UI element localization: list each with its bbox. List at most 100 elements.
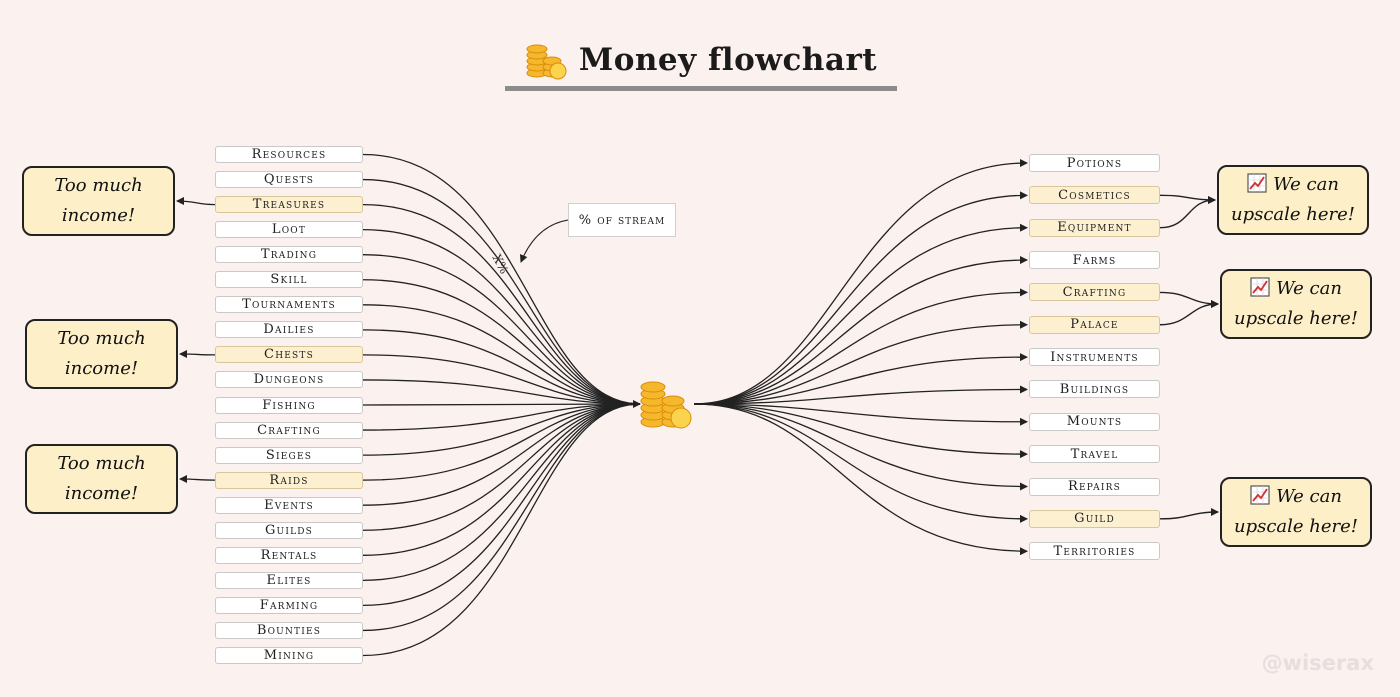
too-much-income-callout: Too much income! (25, 319, 178, 389)
watermark: @wiserax (1261, 651, 1374, 675)
source-node-resources[interactable]: Resources (215, 146, 363, 163)
sink-edge-farms (693, 256, 1028, 405)
source-node-rentals[interactable]: Rentals (215, 546, 363, 564)
source-node-chests[interactable]: Chests (215, 346, 363, 364)
sink-edge-crafting (693, 288, 1028, 405)
coin-stack-icon (640, 381, 692, 429)
callout-line-2: income! (61, 205, 136, 226)
sink-edge-guild (693, 403, 1028, 523)
callout-line-2: upscale here! (1233, 308, 1359, 329)
callout-line-1: We can (1231, 274, 1361, 304)
source-edge-dailies (362, 329, 641, 405)
sink-edge-cosmetics (693, 191, 1028, 405)
source-edge-dungeons (362, 379, 641, 405)
coin-stack-icon (526, 44, 567, 80)
source-node-mining[interactable]: Mining (215, 647, 363, 664)
sink-node-travel[interactable]: Travel (1029, 445, 1160, 464)
chart-increasing-icon (1247, 173, 1267, 193)
source-edge-elites (362, 403, 641, 581)
sink-node-guild[interactable]: Guild (1029, 509, 1160, 528)
source-node-farming[interactable]: Farming (215, 596, 363, 614)
callout-line-1-text: We can (1276, 278, 1342, 299)
sink-edge-travel (693, 403, 1028, 459)
source-node-tournaments[interactable]: Tournaments (215, 296, 363, 314)
percent-of-stream-label: % of stream (568, 203, 676, 237)
sink-node-cosmetics[interactable]: Cosmetics (1029, 186, 1160, 205)
income-connector (179, 475, 216, 484)
callout-line-1: We can (1228, 170, 1358, 200)
source-node-trading[interactable]: Trading (215, 246, 363, 264)
source-node-elites[interactable]: Elites (215, 571, 363, 589)
upscale-callout: We can upscale here! (1217, 165, 1369, 235)
source-node-guilds[interactable]: Guilds (215, 521, 363, 539)
page-title: Money flowchart (505, 34, 897, 91)
source-node-crafting[interactable]: Crafting (215, 421, 363, 439)
source-edge-treasures (362, 203, 641, 405)
callout-line-1-text: We can (1273, 174, 1339, 195)
source-node-bounties[interactable]: Bounties (215, 621, 363, 639)
source-node-dungeons[interactable]: Dungeons (215, 371, 363, 389)
source-edge-skill (362, 279, 641, 405)
sink-node-mounts[interactable]: Mounts (1029, 412, 1160, 431)
source-node-dailies[interactable]: Dailies (215, 321, 363, 339)
source-node-events[interactable]: Events (215, 496, 363, 514)
sink-node-territories[interactable]: Territories (1029, 542, 1160, 561)
source-edge-resources (362, 153, 641, 405)
too-much-income-callout: Too much income! (22, 166, 175, 236)
callout-line-2: income! (64, 483, 139, 504)
source-edge-guilds (362, 403, 641, 531)
upscale-connector (1159, 196, 1216, 229)
source-edge-bounties (362, 403, 641, 632)
source-node-fishing[interactable]: Fishing (215, 396, 363, 414)
source-edge-events (362, 403, 641, 506)
sink-node-equipment[interactable]: Equipment (1029, 218, 1160, 237)
callout-text: Too much income! (47, 449, 157, 509)
source-node-loot[interactable]: Loot (215, 221, 363, 239)
sink-node-potions[interactable]: Potions (1029, 154, 1160, 172)
source-edge-sieges (362, 403, 641, 456)
callout-line-1-text: We can (1276, 486, 1342, 507)
callout-line-2: upscale here! (1233, 516, 1359, 537)
upscale-callout: We can upscale here! (1220, 477, 1372, 547)
source-node-treasures[interactable]: Treasures (215, 196, 363, 214)
source-edge-loot (362, 229, 641, 405)
source-node-skill[interactable]: Skill (215, 271, 363, 289)
sink-node-farms[interactable]: Farms (1029, 251, 1160, 270)
sink-node-crafting[interactable]: Crafting (1029, 283, 1160, 302)
callout-line-1: Too much (57, 328, 146, 349)
callout-line-1: Too much (54, 175, 143, 196)
source-edge-fishing (362, 400, 641, 409)
source-edge-chests (362, 354, 641, 405)
callout-text: We can upscale here! (1231, 274, 1361, 334)
sink-node-palace[interactable]: Palace (1029, 315, 1160, 334)
source-edge-crafting (362, 403, 641, 431)
annotation-arrow (519, 219, 569, 263)
source-edge-farming (362, 403, 641, 607)
chart-increasing-icon (1250, 485, 1270, 505)
sink-node-buildings[interactable]: Buildings (1029, 380, 1160, 399)
source-node-raids[interactable]: Raids (215, 471, 363, 489)
sink-node-instruments[interactable]: Instruments (1029, 348, 1160, 367)
callout-line-1: We can (1231, 482, 1361, 512)
chart-increasing-icon (1250, 277, 1270, 297)
sink-edge-repairs (693, 403, 1028, 491)
sink-edge-instruments (693, 353, 1028, 405)
sink-edge-territories (693, 403, 1028, 556)
callout-line-1: Too much (57, 453, 146, 474)
callout-line-2: income! (64, 358, 139, 379)
source-node-sieges[interactable]: Sieges (215, 446, 363, 464)
sink-edge-palace (693, 320, 1028, 405)
source-edge-trading (362, 254, 641, 405)
source-node-quests[interactable]: Quests (215, 171, 363, 189)
sink-edge-equipment (693, 223, 1028, 405)
upscale-connector (1159, 508, 1219, 520)
callout-line-2: upscale here! (1230, 204, 1356, 225)
callout-text: Too much income! (47, 324, 157, 384)
upscale-connector (1159, 291, 1219, 308)
sink-node-repairs[interactable]: Repairs (1029, 477, 1160, 496)
source-edge-raids (362, 403, 641, 481)
upscale-callout: We can upscale here! (1220, 269, 1372, 339)
upscale-connector (1159, 194, 1216, 204)
too-much-income-callout: Too much income! (25, 444, 178, 514)
